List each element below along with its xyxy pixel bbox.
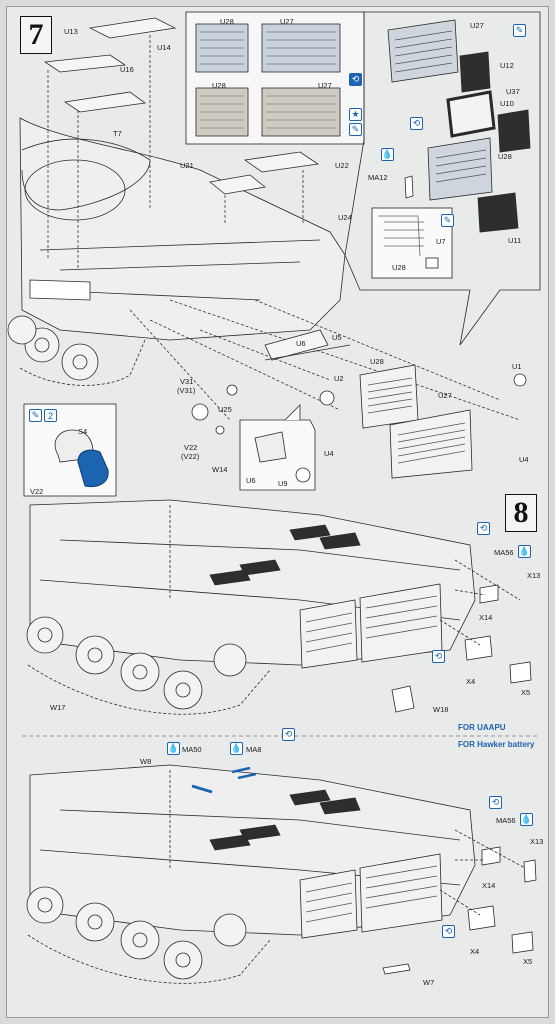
part-label-u9: U9 bbox=[278, 479, 288, 488]
part-label-u5: U5 bbox=[332, 333, 342, 342]
part-label-ma56-hawker: MA56 bbox=[496, 816, 516, 825]
variant-label-uaapu: FOR UAAPU bbox=[458, 723, 506, 732]
inset-label-u37: U37 bbox=[506, 87, 520, 96]
part-label-s4: S4 bbox=[78, 427, 88, 436]
step-number-7: 7 bbox=[20, 16, 52, 54]
part-label-u16: U16 bbox=[120, 65, 134, 74]
inset-label-u27-a: U27 bbox=[280, 17, 294, 26]
part-label-u24: U24 bbox=[338, 213, 352, 222]
part-label-u21: U21 bbox=[180, 161, 194, 170]
variant-label-hawker: FOR Hawker battery bbox=[458, 740, 535, 749]
option-icon: ⟲ bbox=[410, 117, 423, 130]
inset-label-u27-top: U27 bbox=[470, 21, 484, 30]
part-label-u1: U1 bbox=[512, 362, 522, 371]
part-label-x14-hawker: X14 bbox=[482, 881, 496, 890]
inset-label-u10: U10 bbox=[500, 99, 514, 108]
inset-label-u27-b: U27 bbox=[318, 81, 332, 90]
part-label-u22: U22 bbox=[335, 161, 349, 170]
part-label-u6: U6 bbox=[296, 339, 306, 348]
inset-label-u28-mid: U28 bbox=[498, 152, 512, 161]
cement-icon: ✎ bbox=[441, 214, 454, 227]
option-icon: ⟲ bbox=[432, 650, 445, 663]
part-label-u14: U14 bbox=[157, 43, 171, 52]
inset-label-u12: U12 bbox=[500, 61, 514, 70]
inset-label-ma12: MA12 bbox=[368, 173, 388, 182]
decal-icon: 2 bbox=[44, 409, 57, 422]
option-icon: ⟲ bbox=[489, 796, 502, 809]
cement-icon: 💧 bbox=[167, 742, 180, 755]
part-label-u25: U25 bbox=[218, 405, 232, 414]
paint-icon: ✎ bbox=[349, 123, 362, 136]
inset-label-u11: U11 bbox=[508, 236, 522, 245]
part-label-u4-right: U4 bbox=[519, 455, 529, 464]
cement-icon: 💧 bbox=[230, 742, 243, 755]
part-label-v22-alt: (V22) bbox=[181, 452, 200, 461]
part-label-v31: V31 bbox=[180, 377, 194, 386]
part-label-x14: X14 bbox=[479, 613, 493, 622]
paint-icon: ✎ bbox=[29, 409, 42, 422]
part-label-w17: W17 bbox=[50, 703, 66, 712]
part-label-w8: W8 bbox=[140, 757, 152, 766]
part-label-x13-hawker: X13 bbox=[530, 837, 544, 846]
option-icon: ⟲ bbox=[442, 925, 455, 938]
part-label-x5-hawker: X5 bbox=[523, 957, 533, 966]
part-label-w14: W14 bbox=[212, 465, 228, 474]
option-icon: ⟲ bbox=[282, 728, 295, 741]
part-label-w18: W18 bbox=[433, 705, 449, 714]
cement-icon: 💧 bbox=[381, 148, 394, 161]
cement-icon: 💧 bbox=[518, 545, 531, 558]
part-label-v22: V22 bbox=[184, 443, 198, 452]
inset-label-u28-a: U28 bbox=[220, 17, 234, 26]
part-label-u4-left: U4 bbox=[324, 449, 334, 458]
step-number-8: 8 bbox=[505, 494, 537, 532]
inset-label-u7: U7 bbox=[436, 237, 446, 246]
cement-icon: ✎ bbox=[513, 24, 526, 37]
inset-label-u28-b: U28 bbox=[212, 81, 226, 90]
cement-icon: 💧 bbox=[520, 813, 533, 826]
part-label-ma50: MA50 bbox=[182, 745, 202, 754]
inset-label-u28-small: U28 bbox=[392, 263, 406, 272]
part-label-x13: X13 bbox=[527, 571, 541, 580]
part-label-x5: X5 bbox=[521, 688, 531, 697]
part-label-u28: U28 bbox=[370, 357, 384, 366]
part-label-x4: X4 bbox=[466, 677, 476, 686]
part-label-ma56: MA56 bbox=[494, 548, 514, 557]
part-label-u27: U27 bbox=[438, 391, 452, 400]
part-label-x4-hawker: X4 bbox=[470, 947, 480, 956]
part-label-v22-detail: V22 bbox=[30, 487, 44, 496]
part-label-t7: T7 bbox=[113, 129, 122, 138]
part-label-w7: W7 bbox=[423, 978, 435, 987]
option-icon: ⟲ bbox=[349, 73, 362, 86]
part-label-ma8: MA8 bbox=[246, 745, 262, 754]
part-label-u2: U2 bbox=[334, 374, 344, 383]
part-label-v31-alt: (V31) bbox=[177, 386, 196, 395]
option-icon: ⟲ bbox=[477, 522, 490, 535]
part-label-u6-detail: U6 bbox=[246, 476, 256, 485]
part-label-u13: U13 bbox=[64, 27, 78, 36]
star-icon: ★ bbox=[349, 108, 362, 121]
